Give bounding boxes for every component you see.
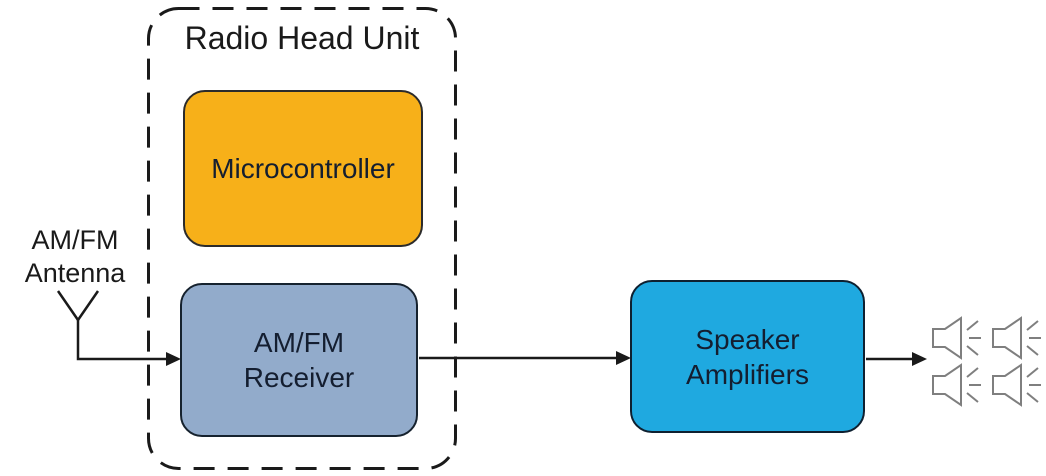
- radio-head-unit-title: Radio Head Unit: [184, 20, 420, 56]
- speaker-icon: [992, 316, 1041, 360]
- radio-head-unit-group: Radio Head Unit Microcontroller AM/FM Re…: [147, 7, 457, 469]
- arrow-amplifiers-to-speakers: [866, 352, 927, 366]
- speaker-icon: [932, 316, 981, 360]
- speaker-amplifiers-label-line2: Amplifiers: [686, 358, 809, 390]
- speaker-amplifiers-node: Speaker Amplifiers: [630, 280, 865, 433]
- amfm-receiver-label-line1: AM/FM: [253, 327, 345, 358]
- antenna-label: AM/FM Antenna: [5, 224, 145, 290]
- speakers-grid: [932, 316, 1046, 407]
- speaker-amplifiers-label-line1: Speaker: [695, 323, 800, 355]
- amfm-receiver-node: AM/FM Receiver: [180, 283, 418, 437]
- antenna-label-line2: Antenna: [24, 258, 126, 288]
- microcontroller-node: Microcontroller: [183, 90, 423, 247]
- microcontroller-label: Microcontroller: [211, 153, 395, 184]
- antenna-label-line1: AM/FM: [31, 225, 119, 255]
- speaker-icon: [932, 363, 981, 407]
- speaker-icon: [992, 363, 1041, 407]
- amfm-receiver-label-line2: Receiver: [243, 362, 355, 393]
